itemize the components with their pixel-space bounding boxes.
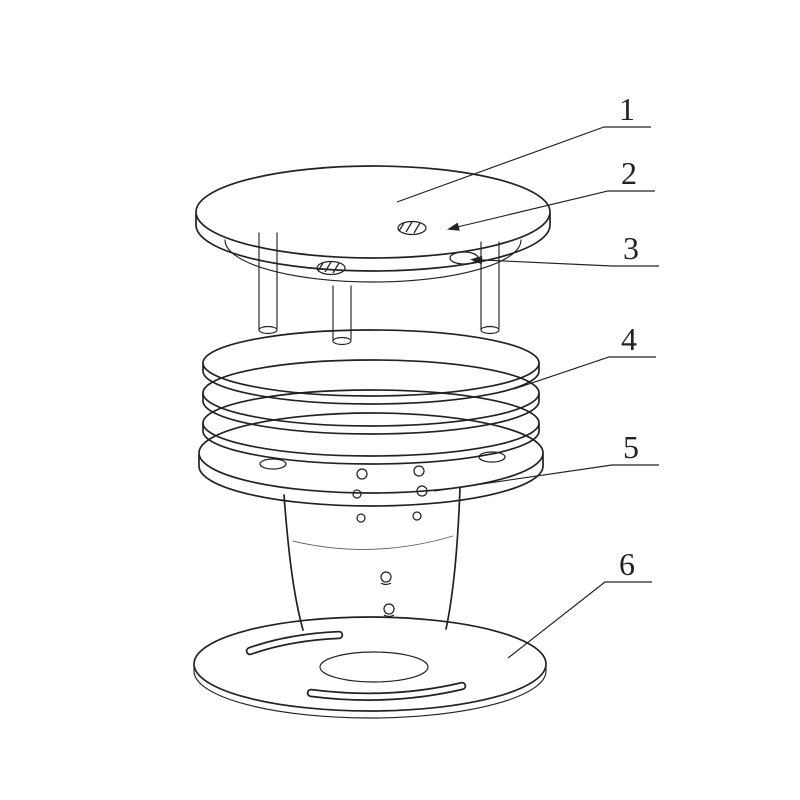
- louver-stack: [198, 329, 544, 507]
- callout-5: 5: [433, 429, 659, 492]
- plate-oval-hole-left: [259, 458, 287, 470]
- vent-hole: [413, 465, 425, 477]
- post-right-base: [480, 325, 500, 335]
- cap-threaded-hole-left: [316, 260, 346, 276]
- callout-6-number: 6: [619, 546, 635, 582]
- cap-slot-hole-right: [449, 251, 479, 265]
- column-left-edge: [283, 494, 304, 631]
- cap-threaded-hole-top: [397, 220, 427, 236]
- post-left: [258, 232, 278, 331]
- callout-5-number: 5: [623, 429, 639, 465]
- vent-holes: [352, 465, 428, 618]
- base-center-hole: [319, 651, 429, 683]
- louver-plate-1-rim: [202, 363, 540, 405]
- callout-1: 1: [396, 91, 651, 203]
- post-left-base: [258, 325, 278, 335]
- callout-1-number: 1: [619, 91, 635, 127]
- louver-plate-3: [202, 389, 540, 457]
- callout-2-leader: [448, 190, 655, 230]
- vent-hole-shadow: [380, 582, 392, 586]
- base-plate-rim: [193, 665, 547, 719]
- callout-3-number: 3: [623, 230, 639, 266]
- callout-2-number: 2: [621, 155, 637, 191]
- callout-4-leader: [513, 356, 656, 390]
- callout-4: 4: [513, 321, 656, 390]
- vent-hole: [412, 511, 422, 521]
- vent-hole: [416, 485, 428, 497]
- callout-6: 6: [507, 546, 652, 659]
- column-contour-line: [292, 535, 454, 550]
- cap-underside-plate: [224, 239, 522, 283]
- vent-hole: [356, 513, 366, 523]
- louver-plate-3-rim: [202, 423, 540, 465]
- thread-hatch-lines: [317, 261, 340, 274]
- louver-plate-1: [202, 329, 540, 397]
- louver-bottom-plate-rim: [198, 454, 544, 507]
- callout-1-leader: [396, 126, 651, 203]
- base-plate: [193, 616, 547, 719]
- cap-top-face: [195, 165, 551, 259]
- callout-3-arrowhead: [470, 255, 483, 265]
- callout-2: 2: [447, 155, 655, 231]
- callout-3: 3: [470, 230, 659, 267]
- callout-3-leader: [471, 258, 659, 267]
- base-slot-left-inner: [247, 632, 342, 654]
- plate-oval-hole-right: [478, 451, 506, 463]
- post-right: [480, 241, 500, 331]
- column-body: [283, 487, 461, 631]
- callout-4-number: 4: [621, 321, 637, 357]
- callout-5-leader: [433, 464, 659, 492]
- threaded-hole-ellipse: [397, 220, 427, 236]
- column-right-edge: [445, 487, 461, 630]
- callout-6-leader: [507, 581, 652, 659]
- cap-rim: [195, 213, 551, 272]
- thread-hatch-lines: [398, 221, 421, 234]
- base-plate-outer: [193, 616, 547, 712]
- vent-hole: [356, 468, 368, 480]
- louver-bottom-plate: [198, 412, 544, 494]
- base-slot-right-inner: [308, 683, 465, 700]
- callouts: 1 2 3 4 5 6: [396, 91, 659, 659]
- post-middle: [332, 285, 352, 342]
- threaded-hole-ellipse: [316, 260, 346, 276]
- vent-hole: [380, 571, 392, 583]
- support-posts: [258, 232, 500, 346]
- top-cap: [195, 165, 551, 283]
- callout-2-arrowhead: [447, 222, 460, 231]
- post-middle-base: [332, 336, 352, 346]
- vent-hole-shadow: [383, 614, 395, 618]
- vent-hole: [352, 489, 362, 499]
- louver-plate-2: [202, 359, 540, 427]
- vent-hole: [383, 603, 395, 615]
- louver-plate-2-rim: [202, 393, 540, 435]
